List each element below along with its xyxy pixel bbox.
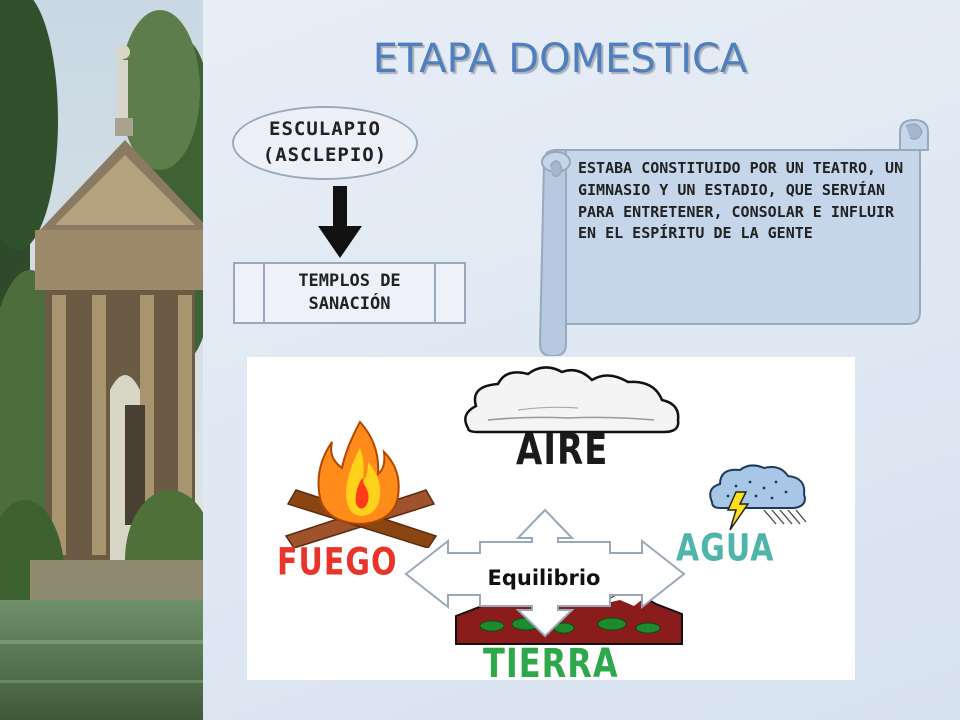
down-arrow-icon — [318, 186, 362, 258]
fire-icon — [284, 420, 438, 548]
temple-photo — [0, 0, 203, 720]
four-way-arrow-icon — [404, 508, 686, 638]
templos-process-box: TEMPLOS DE SANACIÓN — [233, 262, 466, 324]
slide-title: ETAPA DOMESTICA — [372, 36, 748, 82]
ellipse-line-2: (ASCLEPIO) — [262, 144, 388, 166]
scroll-description: ESTABA CONSTITUIDO POR UN TEATRO, UN GIM… — [578, 159, 904, 243]
label-agua: AGUA — [676, 526, 775, 571]
storm-cloud-icon — [709, 464, 807, 531]
esculapio-ellipse: ESCULAPIO (ASCLEPIO) — [232, 106, 418, 180]
equilibrio-label: Equilibrio — [487, 566, 601, 590]
process-line-2: SANACIÓN — [308, 294, 391, 314]
label-fuego: FUEGO — [277, 540, 398, 585]
cloud-icon — [464, 366, 680, 434]
label-aire: AIRE — [516, 425, 609, 475]
ellipse-line-1: ESCULAPIO — [269, 118, 381, 141]
process-line-1: TEMPLOS DE — [298, 271, 401, 292]
scroll-shape — [538, 118, 929, 356]
label-tierra: TIERRA — [483, 639, 619, 687]
